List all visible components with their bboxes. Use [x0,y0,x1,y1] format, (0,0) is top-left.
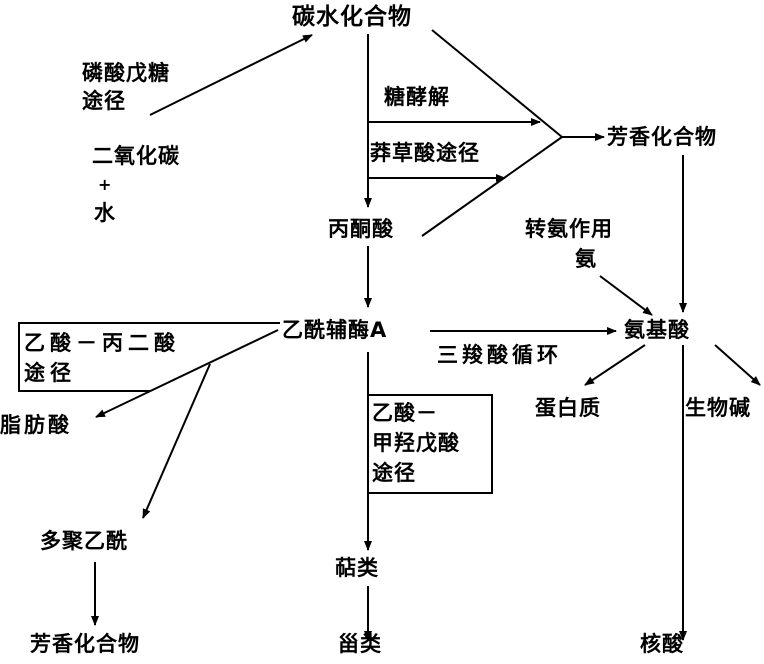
label-acetate-malonate-1: 乙酸－丙二酸 [24,331,180,355]
arrow-ammonia-to-aminoacid [599,275,653,316]
arrow-co2-to-carbohydrate [149,34,313,116]
label-mevalonate-3: 途径 [372,461,416,485]
label-mevalonate-2: 甲羟戊酸 [372,431,460,455]
label-glycolysis: 糖酵解 [384,85,450,109]
arrow-to-protein [584,344,646,386]
label-pentose-phosphate-2: 途径 [82,89,126,113]
box-acetate-malonate [18,322,280,392]
node-aromatic-bottom: 芳香化合物 [30,632,140,656]
arrow-to-alkaloid [714,344,761,386]
line-carbohydrate-to-aromatic [431,29,563,138]
node-aromatic-top: 芳香化合物 [607,125,717,149]
node-amino-acid: 氨基酸 [624,318,690,342]
label-tca-cycle: 三羧酸循环 [437,343,562,367]
node-protein: 蛋白质 [535,396,601,420]
plus-sign: + [98,175,113,194]
label-acetate-malonate-2: 途径 [24,361,76,385]
node-ammonia: 氨 [575,247,597,271]
node-carbohydrate: 碳水化合物 [292,4,412,30]
label-shikimic: 莽草酸途径 [370,141,480,165]
box-mevalonate [368,394,493,494]
node-terpenoid: 萜类 [335,556,379,580]
node-fatty-acid: 脂肪酸 [0,413,72,437]
label-transamination: 转氨作用 [525,217,613,241]
node-acetyl-coa: 乙酰辅酶A [282,318,388,342]
arrow-to-polyketide [142,363,211,519]
arrow-to-fatty-acid [95,329,279,418]
node-nucleic-acid: 核酸 [640,632,684,656]
node-co2: 二氧化碳 [92,144,180,168]
node-alkaloid: 生物碱 [685,396,751,420]
line-pyruvate-to-aromatic [421,136,563,237]
node-pyruvate: 丙酮酸 [328,217,394,241]
label-mevalonate-1: 乙酸－ [372,401,438,425]
node-steroid: 甾类 [338,632,382,656]
node-water: 水 [94,201,116,225]
label-pentose-phosphate-1: 磷酸戊糖 [82,61,170,85]
node-polyketide: 多聚乙酰 [40,529,128,553]
